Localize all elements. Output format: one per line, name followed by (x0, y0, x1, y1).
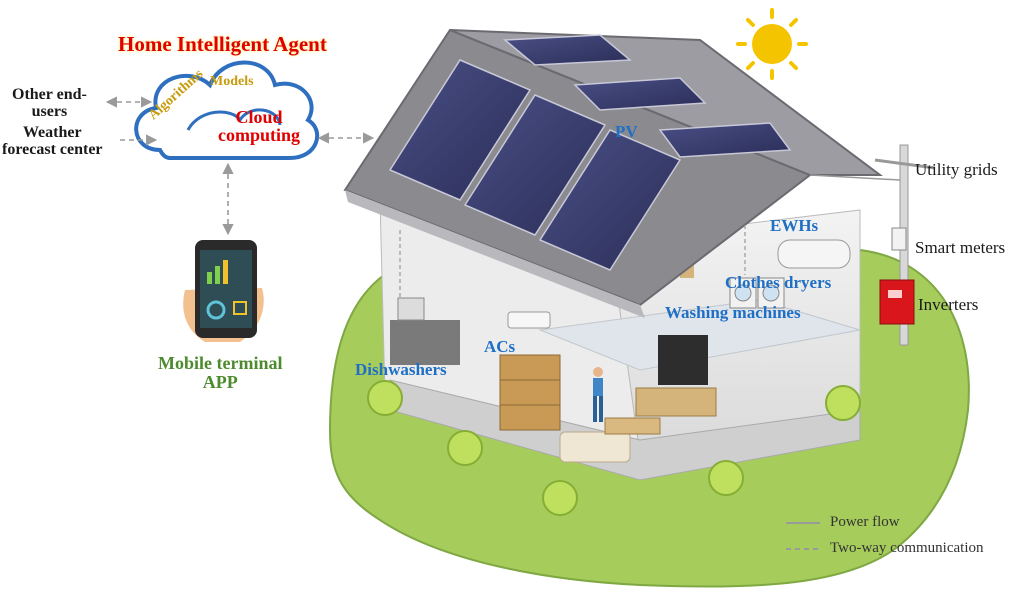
person (593, 367, 603, 422)
washing-machines-label: Washing machines (665, 303, 801, 322)
acs-label: ACs (484, 337, 516, 356)
tv (658, 335, 708, 385)
mobile-app-label: Mobile terminal APP (158, 353, 283, 392)
utility-grids-label: Utility grids (915, 160, 998, 179)
diagram-title: Home Intelligent Agent (118, 32, 327, 56)
kitchen-counter (390, 320, 460, 365)
utility-pole (809, 144, 936, 346)
ac-unit (507, 311, 551, 329)
coffee-table (604, 417, 661, 435)
inverters-label: Inverters (918, 295, 979, 314)
mobile-phone-icon (183, 240, 264, 342)
cloud-models-label: Models (210, 74, 254, 89)
dishwashers-label: Dishwashers (355, 360, 447, 379)
clothes-dryers-label: Clothes dryers (725, 273, 832, 292)
sun-icon (736, 8, 808, 80)
bookshelf (499, 354, 561, 431)
cloud-computing-label: Cloud computing (218, 107, 301, 145)
ewhs-label: EWHs (770, 216, 819, 235)
other-end-users-label: Other end- users (12, 86, 87, 120)
weather-forecast-label: Weather forecast center (2, 124, 103, 158)
legend-two-way-communication: Two-way communication (830, 540, 984, 556)
pv-panels (388, 34, 792, 271)
inverter-box (879, 279, 915, 325)
pv-label: PV (615, 122, 638, 141)
communication-links (105, 96, 375, 236)
smart-meters-label: Smart meters (915, 238, 1006, 257)
sofa (559, 431, 631, 463)
roof-edge (345, 190, 645, 318)
microwave (397, 297, 425, 321)
cloud-icon (134, 60, 320, 160)
legend-power-flow: Power flow (830, 514, 900, 530)
water-heater (777, 239, 851, 269)
tv-stand (635, 387, 717, 417)
bushes (367, 380, 861, 516)
